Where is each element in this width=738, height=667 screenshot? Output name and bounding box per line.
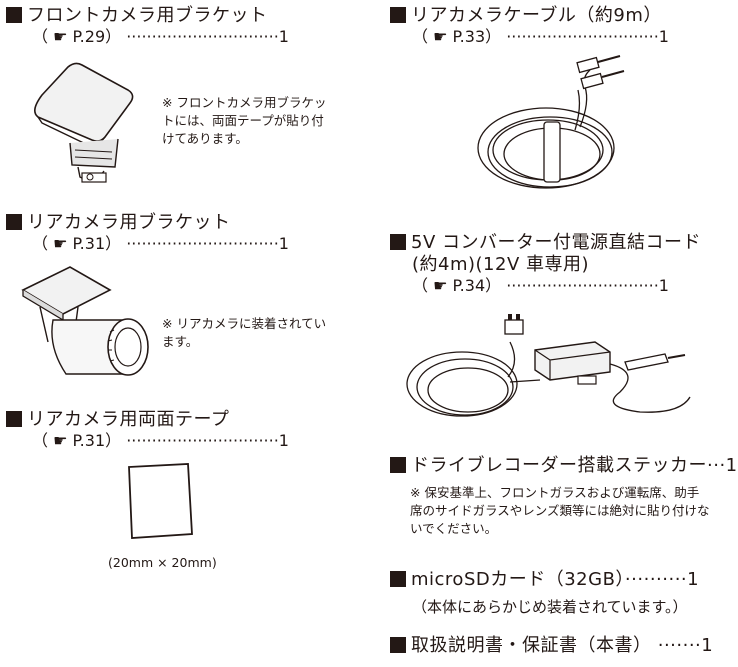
square-bullet-icon: [390, 457, 406, 473]
cable-illustration: [470, 52, 640, 202]
item-front-bracket-note: ※ フロントカメラ用ブラケットには、両面テープが貼り付けてあります。: [162, 95, 327, 146]
item-cable-title: リアカメラケーブル（約9m）: [390, 6, 662, 26]
item-cable-ref[interactable]: （ ☛ P.33） ······························…: [412, 27, 669, 46]
item-sticker-note: ※ 保安基準上、フロントガラスおよび運転席、助手席のサイドガラスやレンズ類等には…: [410, 485, 710, 536]
square-bullet-icon: [6, 411, 22, 427]
square-bullet-icon: [390, 571, 406, 587]
item-rear-bracket-note: ※ リアカメラに装着されています。: [162, 316, 327, 349]
item-power-cord-title: 5V コンバーター付電源直結コード: [390, 233, 701, 253]
square-bullet-icon: [6, 214, 22, 230]
square-bullet-icon: [390, 7, 406, 23]
item-front-bracket-title: フロントカメラ用ブラケット: [6, 6, 268, 26]
front-bracket-illustration: [20, 55, 145, 195]
item-rear-bracket-ref[interactable]: （ ☛ P.31） ······························…: [32, 234, 289, 253]
item-tape-title: リアカメラ用両面テープ: [6, 410, 229, 430]
item-rear-bracket-title: リアカメラ用ブラケット: [6, 213, 231, 233]
square-bullet-icon: [390, 637, 406, 653]
item-manual-title: 取扱説明書・保証書（本書） ·······1: [390, 636, 713, 656]
item-front-bracket-ref[interactable]: （ ☛ P.29） ······························…: [32, 27, 289, 46]
item-microsd-sub: （本体にあらかじめ装着されています。）: [412, 598, 688, 616]
item-power-cord-ref[interactable]: （ ☛ P.34） ······························…: [412, 276, 669, 295]
item-tape-ref[interactable]: （ ☛ P.31） ······························…: [32, 431, 289, 450]
item-power-cord-title-line2: (約4m)(12V 車専用): [412, 254, 590, 275]
item-tape-caption: (20mm × 20mm): [108, 555, 217, 570]
power-cord-illustration: [406, 302, 700, 432]
square-bullet-icon: [6, 7, 22, 23]
tape-illustration: [126, 462, 196, 542]
item-sticker-title: ドライブレコーダー搭載ステッカー···1: [390, 456, 738, 476]
square-bullet-icon: [390, 234, 406, 250]
rear-bracket-illustration: [18, 262, 149, 387]
item-microsd-title: microSDカード（32GB）··········1: [390, 570, 699, 590]
